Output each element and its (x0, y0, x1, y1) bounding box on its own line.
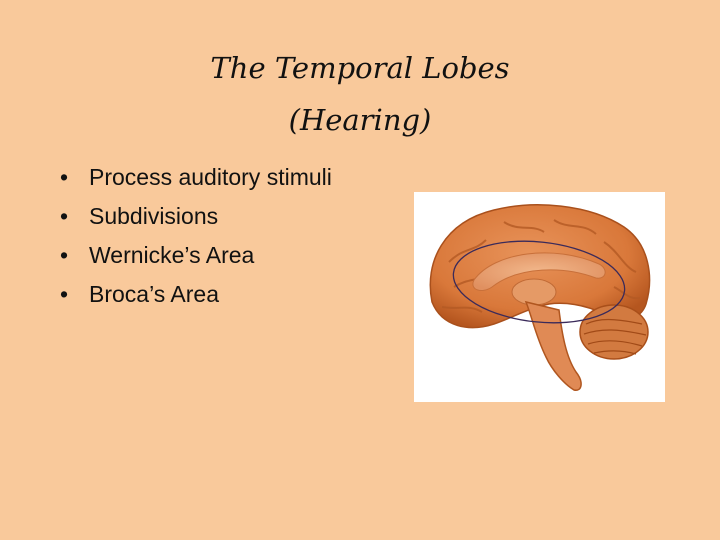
bullet-item: Broca’s Area (60, 279, 380, 310)
bullet-item: Wernicke’s Area (60, 240, 380, 271)
brainstem (524, 300, 582, 391)
cerebellum (579, 304, 649, 360)
brain-image (414, 192, 665, 402)
highlight-ellipse (452, 240, 626, 324)
bullet-item: Subdivisions (60, 201, 380, 232)
bullet-item: Process auditory stimuli (60, 162, 380, 193)
slide-title-line-1: The Temporal Lobes (210, 51, 510, 85)
bullet-list: Process auditory stimuli Subdivisions We… (60, 162, 380, 318)
thalamus (511, 278, 557, 306)
slide-title-line-2: (Hearing) (288, 103, 432, 137)
slide-title: The Temporal Lobes (Hearing) (110, 42, 610, 146)
brain-illustration (429, 204, 651, 391)
corpus-callosum (472, 252, 606, 291)
